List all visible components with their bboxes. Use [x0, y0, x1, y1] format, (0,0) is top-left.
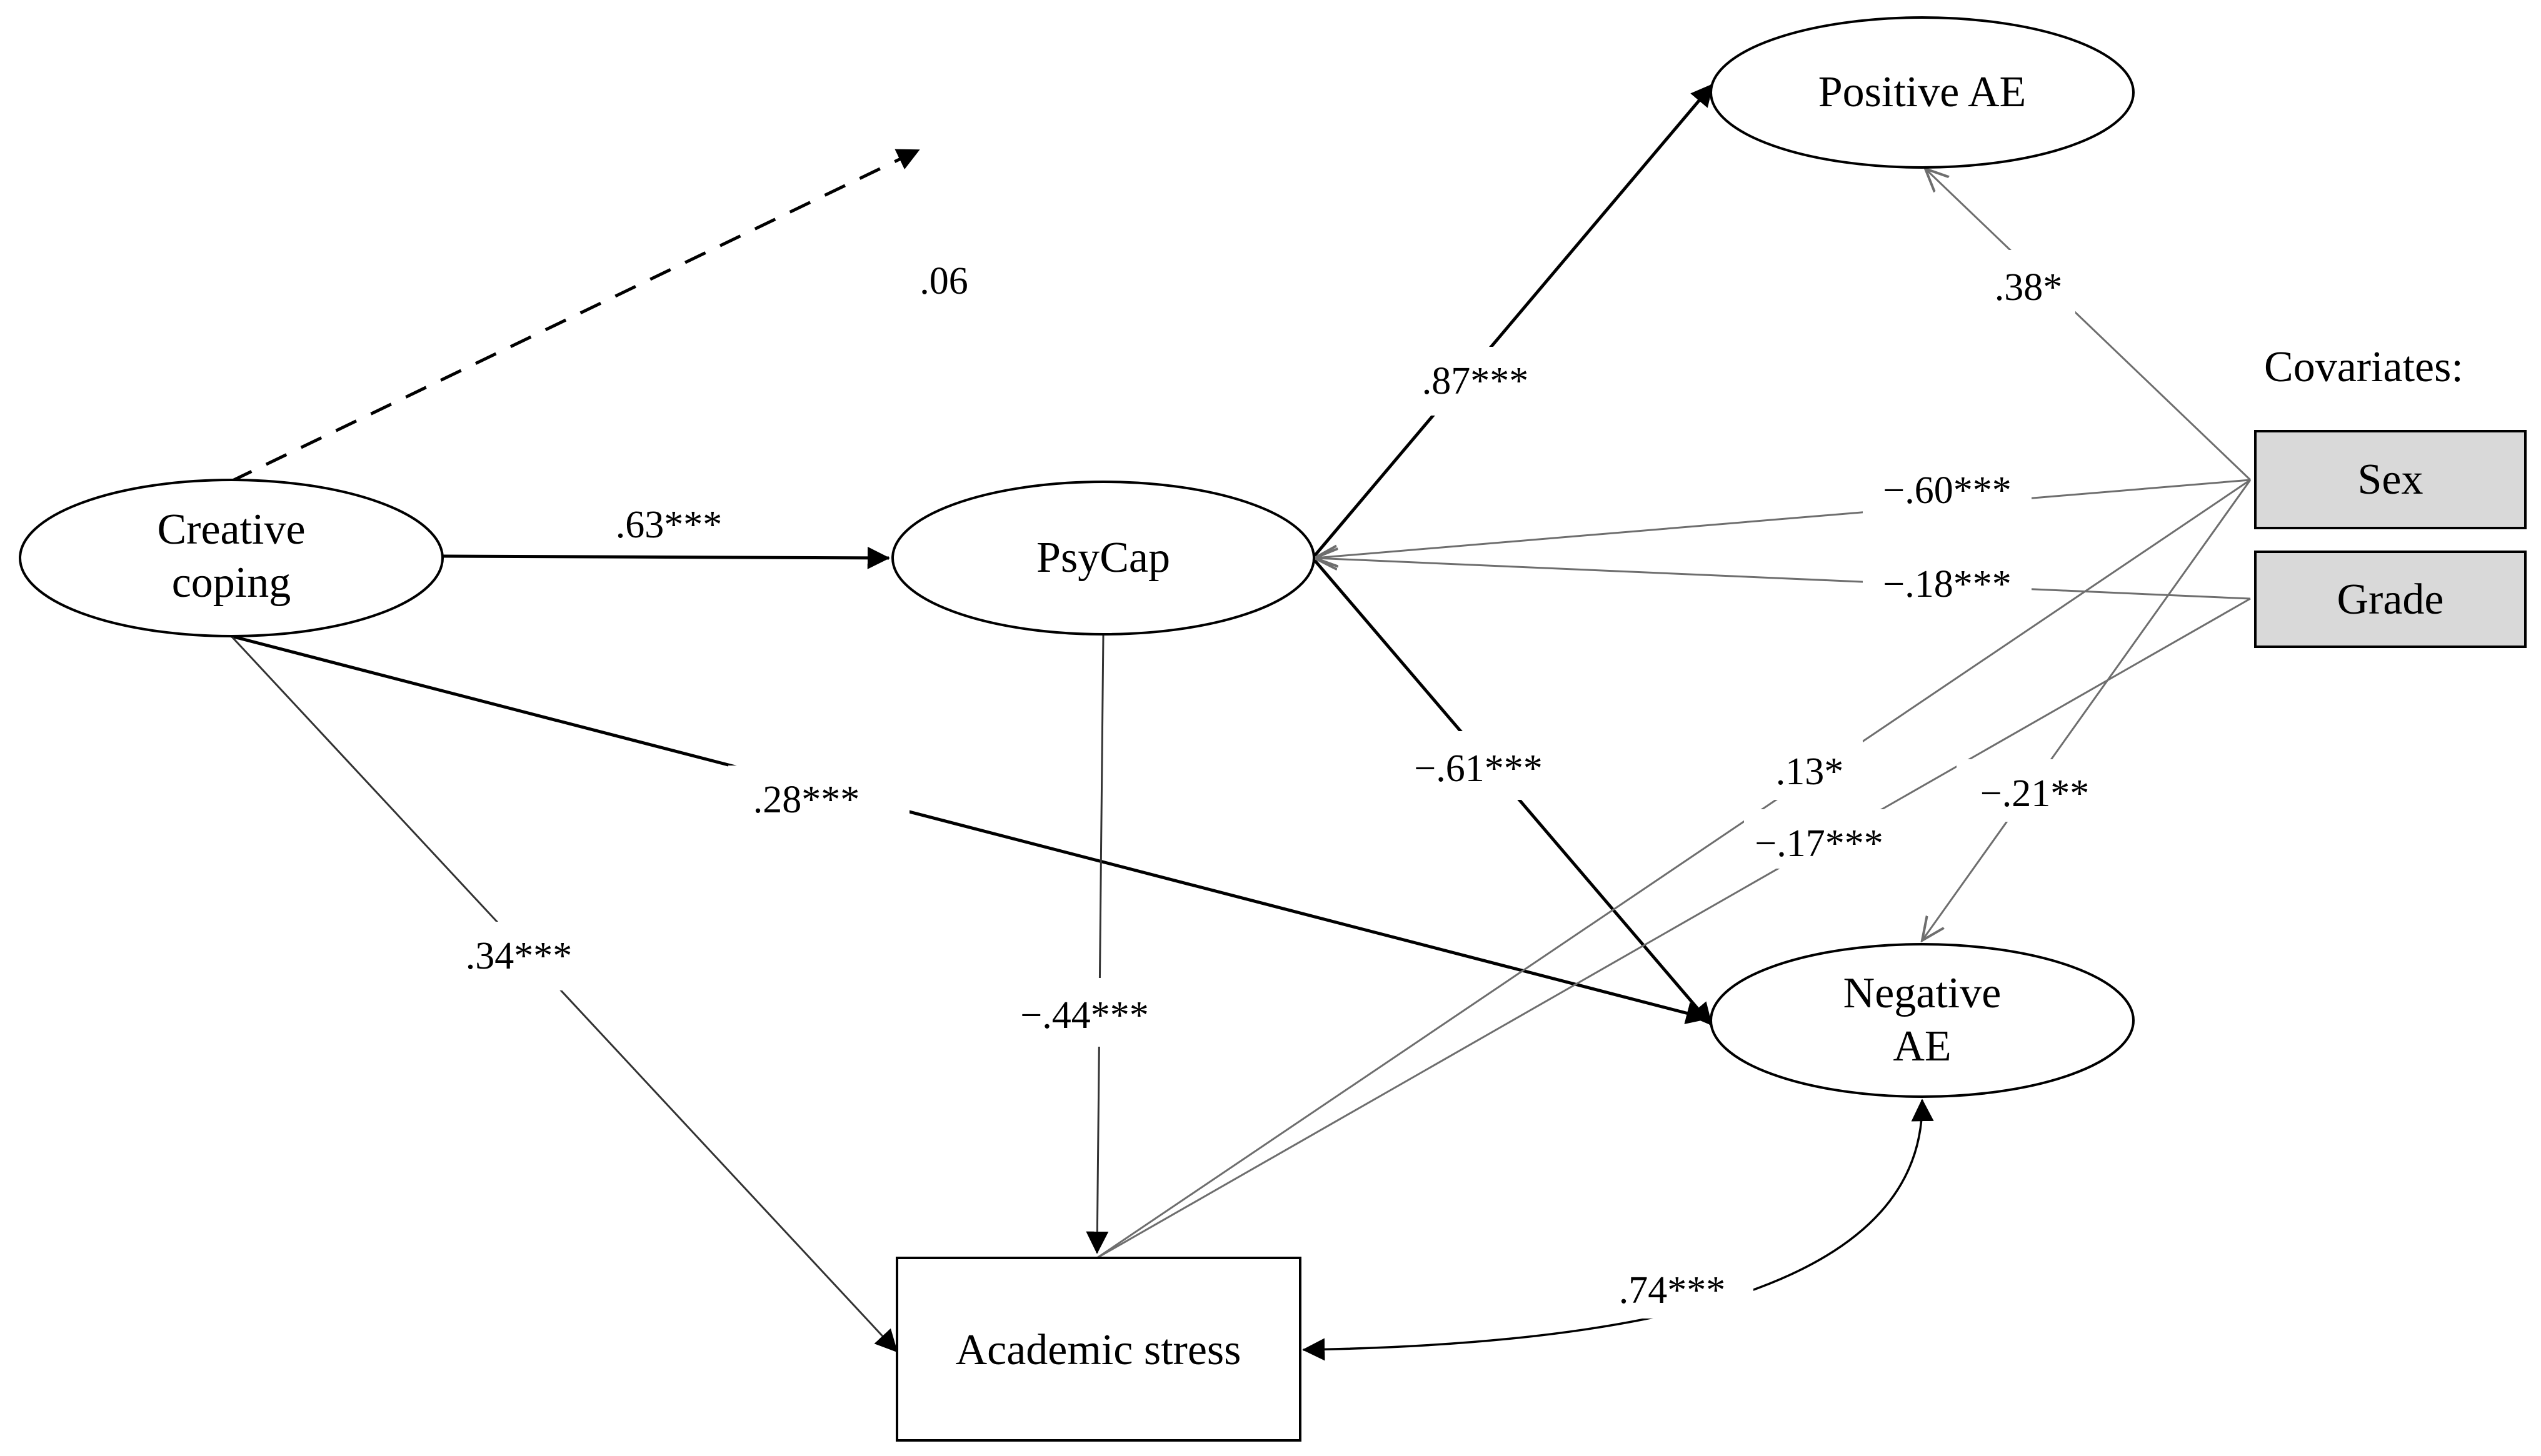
- node-positive-ae: Positive AE: [1710, 16, 2135, 169]
- node-psycap: PsyCap: [891, 481, 1315, 636]
- path-psycap-to-stress: [1086, 634, 1109, 1254]
- node-academic-stress-label: Academic stress: [956, 1326, 1241, 1374]
- coef-sex-to-psycap: −.60***: [1883, 469, 2011, 512]
- coef-sex-to-pos: .38*: [1995, 266, 2063, 309]
- path-sex-to-neg: [1922, 479, 2252, 940]
- node-creative-coping-line2: coping: [172, 559, 291, 607]
- node-negative-ae-line2: AE: [1893, 1022, 1951, 1070]
- coef-cc-to-neg: .28***: [753, 779, 860, 821]
- node-psycap-label: PsyCap: [1036, 534, 1170, 582]
- coef-psycap-to-pos: .87***: [1422, 360, 1529, 402]
- path-sex-to-stress: [1096, 479, 2251, 1259]
- node-negative-ae-line1: Negative: [1843, 969, 2002, 1017]
- coef-sex-to-neg: −.21**: [1980, 772, 2089, 815]
- coef-psycap-to-stress: −.44***: [1020, 994, 1148, 1037]
- path-grade-to-stress: [1096, 597, 2251, 1259]
- path-cc-to-neg: [231, 634, 1709, 1024]
- path-stress-neg-covariance: [1302, 1099, 1934, 1361]
- coef-sex-to-stress: .13*: [1776, 750, 1844, 793]
- path-sex-to-psycap: [1315, 479, 2251, 558]
- covariate-box-grade: Grade: [2254, 551, 2527, 648]
- path-psycap-to-pos: [1311, 83, 1714, 559]
- coef-grade-to-stress: −.17***: [1755, 822, 1883, 865]
- coef-grade-to-psycap: −.18***: [1883, 563, 2011, 606]
- path-cc-to-psycap: [442, 546, 890, 569]
- path-cc-to-stress: [230, 635, 898, 1353]
- coef-cc-to-pos: .06: [920, 260, 968, 302]
- node-creative-coping-line1: Creative: [157, 506, 305, 554]
- covariates-heading: Covariates:: [2264, 343, 2463, 391]
- covariate-sex-label: Sex: [2358, 456, 2423, 504]
- coef-stress-neg-cov: .74***: [1619, 1269, 1726, 1312]
- path-cc-to-pos: [230, 148, 920, 483]
- node-positive-ae-label: Positive AE: [1818, 68, 2027, 116]
- coef-psycap-to-neg: −.61***: [1414, 747, 1542, 790]
- covariate-grade-label: Grade: [2337, 576, 2443, 624]
- coef-cc-to-psycap: .63***: [616, 504, 723, 546]
- node-creative-coping: Creative coping: [19, 479, 444, 637]
- path-sex-to-pos: [1925, 169, 2252, 481]
- path-grade-to-psycap: [1315, 558, 2251, 600]
- node-academic-stress: Academic stress: [896, 1257, 1301, 1442]
- node-negative-ae: Negative AE: [1710, 943, 2135, 1098]
- coef-cc-to-stress: .34***: [466, 935, 573, 977]
- covariate-box-sex: Sex: [2254, 430, 2527, 529]
